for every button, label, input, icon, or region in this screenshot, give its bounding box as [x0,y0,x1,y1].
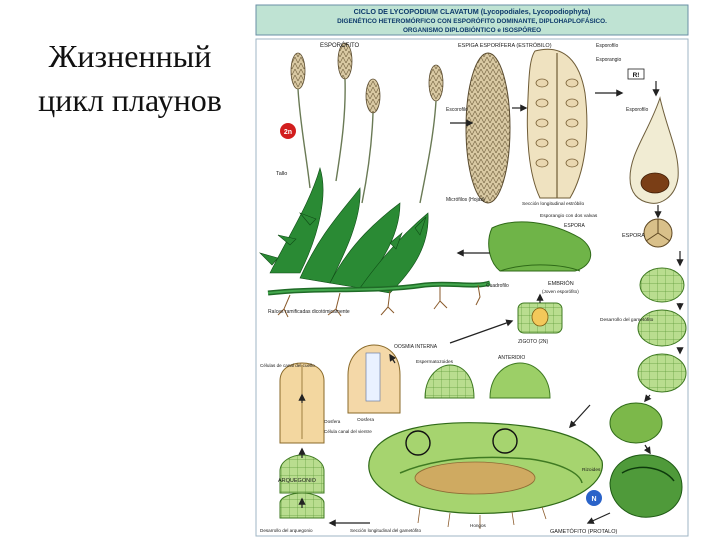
label-embrion: EMBRIÓN [548,280,574,287]
mature-gametophyte [609,454,683,518]
strobilus-1 [290,52,306,90]
header-line-1: CICLO DE LYCOPODIUM CLAVATUM (Lycopodial… [354,7,591,16]
fertilization-section [347,344,401,414]
antheridium-detail [424,362,551,399]
header-line-3: ORGANISMO DIPLOBIÓNTICO e ISOSPÓREO [403,25,541,34]
label-espora: ESPORA [622,233,645,239]
label-microfilos: Micrófilos (Hojas) [446,197,485,203]
label-raices: Raíces ramificadas dicotómicamente [268,309,350,315]
label-arquegonio: ARQUEGONIO [278,478,317,484]
sporophyll-detail [629,96,679,204]
label-espermatozoides: Espermatozoides [416,359,454,365]
label-seccion-gametofito: Sección longitudinal del gametófito [350,528,421,533]
poster-illustration: CICLO DE LYCOPODIUM CLAVATUM (Lycopodial… [255,4,689,537]
label-esporofilo-right: Esporofilo [626,107,648,113]
diploid-badge: 2n [280,123,296,139]
label-hongos: Hongos [470,523,487,528]
label-rizoides: Rizoides [582,467,601,473]
label-tallo: Tallo [276,171,287,177]
label-embrion-sub: (Joven esporófito) [542,289,579,294]
spore-detail [643,218,673,248]
label-cuadrofilo: Cuadrofilo [486,283,509,289]
haploid-badge-text: N [591,496,596,503]
label-celulas-canal: Células de canal del cuello [260,363,315,368]
lycopodium-life-cycle-poster: CICLO DE LYCOPODIUM CLAVATUM (Lycopodial… [250,3,695,538]
cycle-arrows [298,81,684,527]
label-desarrollo-gametofito: Desarrollo del gametófito [600,317,654,323]
label-desarrollo-arquegonio: Desarrollo del arquegonio [260,528,313,533]
label-celula-canal-vientre: Célula canal del vientre [324,429,372,434]
label-oosmia: OOSMIA INTERNA [394,344,438,350]
label-seccion-estrobilo: Sección longitudinal estróbilo [522,201,584,207]
gametophyte-section [368,422,603,529]
poster-header: CICLO DE LYCOPODIUM CLAVATUM (Lycopodial… [255,4,689,36]
label-esporangio-valvas: Esporangio con dos valvas [540,213,598,219]
label-anteridio: ANTERIDIO [498,355,525,361]
label-esporofito: ESPORÓFITO [320,42,360,49]
diploid-badge-text: 2n [284,129,292,136]
haploid-badge: N [586,490,602,506]
zygote-detail [517,302,563,334]
embryo-detail [488,221,592,272]
slide-title: Жизненный цикл плаунов [38,38,222,118]
label-esporofilo-top: Esporofilo [596,43,618,49]
label-escorofilo: Escorofilo [446,107,468,113]
strobilus-3 [365,78,381,114]
meiosis-badge: R! [627,68,645,80]
label-zigoto: ZIGOTO (2N) [518,339,549,345]
label-esporangio-top: Esporangio [596,57,622,63]
label-espora-mid: ESPORA [564,223,586,229]
strobilus-detail [465,52,511,204]
label-espiga: ESPIGA ESPORÍFERA (ESTRÓBILO) [458,42,552,49]
label-oosfera-a: Oosfera [357,417,374,423]
label-gametofito: GAMETÓFITO (PROTALO) [550,528,617,535]
meiosis-badge-text: R! [633,72,640,79]
gametophyte-development-stages [609,267,687,444]
header-line-2: DIGENÉTICO HETEROMÓRFICO CON ESPORÓFITO … [337,16,607,25]
strobilus-section [526,48,588,199]
strobilus-4 [428,64,444,102]
sporophyte-plant [258,42,491,318]
label-oosfera-b: Oosfera [324,419,341,424]
